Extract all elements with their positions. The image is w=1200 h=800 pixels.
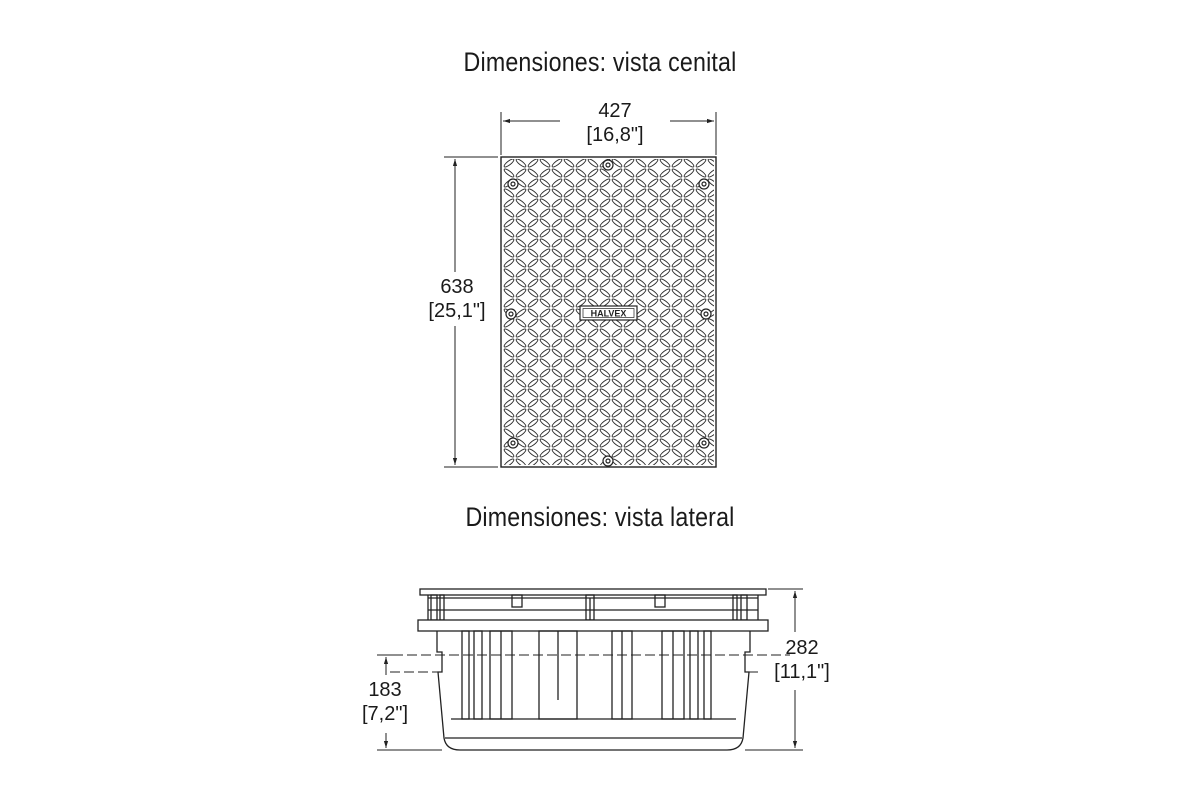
top-view-title: Dimensiones: vista cenital	[463, 47, 737, 77]
total-height-mm: 282	[785, 637, 819, 659]
side-view-hidden-lines	[390, 654, 790, 673]
body-height-dimension	[377, 654, 442, 751]
height-dimension	[444, 156, 498, 468]
height-mm: 638	[440, 276, 474, 298]
width-dimension-label: 427 [16,8"]	[560, 99, 670, 147]
top-view-cover: HALVEX	[500, 156, 717, 468]
height-dimension-label: 638 [25,1"]	[412, 275, 502, 323]
body-height-mm: 183	[368, 679, 402, 701]
total-height-in: [11,1"]	[774, 661, 830, 683]
height-in: [25,1"]	[428, 300, 486, 322]
total-height-dimension	[745, 588, 803, 751]
logo-plate: HALVEX	[579, 305, 638, 321]
width-mm: 427	[598, 100, 632, 122]
body-height-dimension-label: 183 [7,2"]	[345, 678, 425, 726]
logo-text: HALVEX	[591, 309, 627, 319]
width-dimension	[500, 112, 717, 155]
bolt-icon	[505, 159, 712, 467]
body-height-in: [7,2"]	[361, 703, 408, 725]
side-view-title: Dimensiones: vista lateral	[465, 502, 735, 532]
total-height-dimension-label: 282 [11,1"]	[757, 636, 847, 684]
side-view-box	[417, 588, 769, 751]
width-in: [16,8"]	[586, 124, 644, 146]
